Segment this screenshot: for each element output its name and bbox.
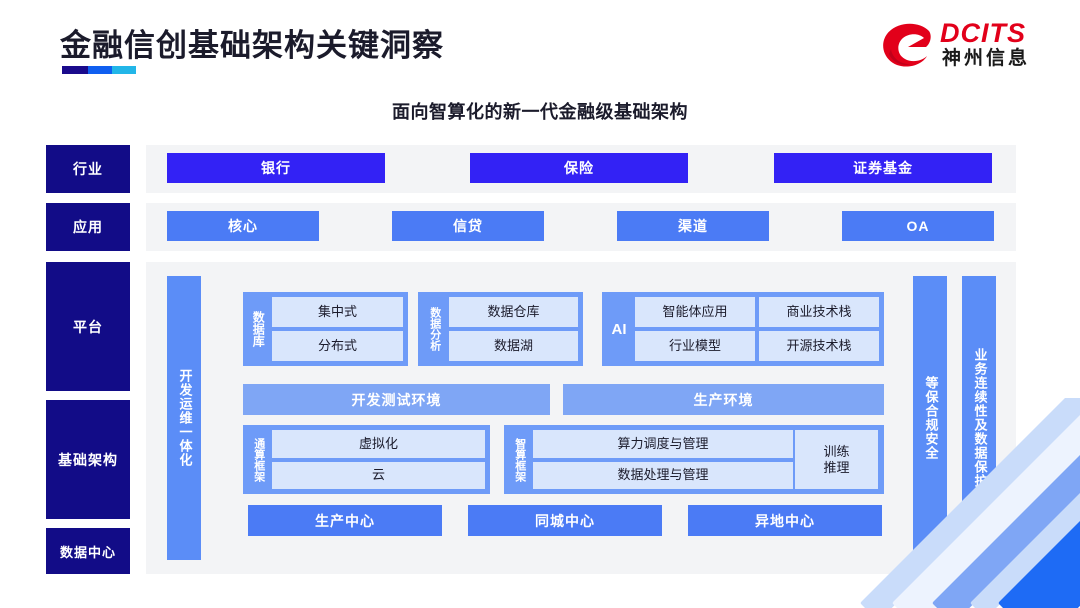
dcbar-label: 生产中心: [315, 512, 375, 529]
dc-bar-remote-city[interactable]: 异地中心: [688, 505, 882, 536]
tile-data-processing[interactable]: 数据处理与管理: [533, 461, 793, 489]
group-body-general-compute: 虚拟化 云: [272, 430, 485, 489]
tile-commercial-stack[interactable]: 商业技术栈: [759, 297, 879, 327]
framework-group-general-compute: 通算框架 虚拟化 云: [243, 425, 490, 494]
platform-group-database: 数据库 集中式 分布式: [243, 292, 408, 366]
env-bar-production[interactable]: 生产环境: [563, 384, 884, 415]
dcbar-label: 同城中心: [535, 512, 595, 529]
sidebar-item-datacenter: 数据中心: [46, 528, 130, 574]
tile-cloud[interactable]: 云: [272, 461, 485, 489]
tile-distributed[interactable]: 分布式: [272, 331, 403, 361]
right-bar-business-continuity[interactable]: 业务连续性及数据保护: [962, 276, 996, 560]
pill-label: 信贷: [453, 218, 483, 234]
sidebar-item-label: 应用: [73, 219, 103, 235]
application-item-channel[interactable]: 渠道: [617, 211, 769, 241]
vbar-label: 业务连续性及数据保护: [972, 348, 988, 488]
group-label-database: 数据库: [251, 311, 266, 347]
accent-segment-1: [62, 66, 88, 74]
company-logo: DCITS 神州信息: [882, 18, 1042, 78]
tile-compute-scheduling[interactable]: 算力调度与管理: [533, 430, 793, 458]
diagram-subtitle: 面向智算化的新一代金融级基础架构: [392, 102, 688, 122]
tile-agent-application[interactable]: 智能体应用: [635, 297, 755, 327]
sidebar-item-label: 平台: [73, 318, 103, 335]
application-item-oa[interactable]: OA: [842, 211, 994, 241]
dc-bar-production[interactable]: 生产中心: [248, 505, 442, 536]
envbar-label: 开发测试环境: [351, 391, 442, 408]
framework-group-intelligent-compute: 智算框架 算力调度与管理 数据处理与管理 训练 推理: [504, 425, 884, 494]
env-bar-dev-test[interactable]: 开发测试环境: [243, 384, 550, 415]
devops-vertical-bar[interactable]: 开发运维一体化: [167, 276, 201, 560]
accent-segment-2: [88, 66, 112, 74]
industry-item-bank[interactable]: 银行: [167, 153, 385, 183]
sidebar-item-label: 基础架构: [58, 451, 118, 468]
page-header: 金融信创基础架构关键洞察 DCITS 神州信息: [0, 0, 1080, 92]
dc-bar-same-city[interactable]: 同城中心: [468, 505, 662, 536]
group-body-database: 集中式 分布式: [272, 297, 403, 361]
pill-label: 银行: [261, 160, 291, 176]
group-label-data-analysis: 数据分析: [428, 307, 441, 351]
pill-label: 保险: [564, 160, 594, 176]
pill-label: OA: [906, 218, 930, 234]
title-accent-bar: [62, 66, 136, 74]
group-body-intelligent-compute: 算力调度与管理 数据处理与管理: [533, 430, 793, 489]
industry-item-securities[interactable]: 证券基金: [774, 153, 992, 183]
group-label-ai: AI: [611, 320, 627, 338]
application-item-credit[interactable]: 信贷: [392, 211, 544, 241]
tile-data-warehouse[interactable]: 数据仓库: [449, 297, 578, 327]
platform-group-ai: AI 智能体应用 商业技术栈 行业模型 开源技术栈: [602, 292, 884, 366]
sidebar-item-platform: 平台: [46, 262, 130, 391]
sidebar-item-application: 应用: [46, 203, 130, 251]
accent-segment-3: [112, 66, 136, 74]
platform-group-data-analysis: 数据分析 数据仓库 数据湖: [418, 292, 583, 366]
group-body-ai: 智能体应用 商业技术栈 行业模型 开源技术栈: [635, 297, 879, 361]
sidebar-item-label: 行业: [73, 161, 103, 177]
tile-industry-model[interactable]: 行业模型: [635, 331, 755, 361]
sidebar-item-label: 数据中心: [59, 544, 116, 560]
tile-opensource-stack[interactable]: 开源技术栈: [759, 331, 879, 361]
page-title: 金融信创基础架构关键洞察: [60, 28, 444, 63]
tile-virtualization[interactable]: 虚拟化: [272, 430, 485, 458]
pill-label: 渠道: [678, 218, 708, 234]
logo-text-cn: 神州信息: [942, 48, 1031, 69]
dcbar-label: 异地中心: [755, 512, 815, 529]
group-label-intelligent-compute: 智算框架: [513, 437, 526, 482]
pill-label: 核心: [228, 218, 258, 234]
group-label-general-compute: 通算框架: [252, 437, 265, 482]
envbar-label: 生产环境: [693, 391, 754, 408]
inference-label: 推理: [823, 459, 850, 475]
tile-train-inference[interactable]: 训练 推理: [795, 430, 878, 489]
vbar-label: 等保合规安全: [923, 376, 939, 460]
sidebar-item-infrastructure: 基础架构: [46, 400, 130, 519]
tile-data-lake[interactable]: 数据湖: [449, 331, 578, 361]
logo-text-en: DCITS: [940, 18, 1026, 48]
application-item-core[interactable]: 核心: [167, 211, 319, 241]
industry-item-insurance[interactable]: 保险: [470, 153, 688, 183]
tile-centralized[interactable]: 集中式: [272, 297, 403, 327]
swirl-logo-icon: [883, 23, 931, 67]
train-label: 训练: [823, 443, 850, 459]
pill-label: 证券基金: [853, 160, 913, 176]
group-body-data-analysis: 数据仓库 数据湖: [449, 297, 578, 361]
vbar-label: 开发运维一体化: [177, 369, 193, 467]
sidebar-item-industry: 行业: [46, 145, 130, 193]
right-bar-compliance-security[interactable]: 等保合规安全: [913, 276, 947, 560]
